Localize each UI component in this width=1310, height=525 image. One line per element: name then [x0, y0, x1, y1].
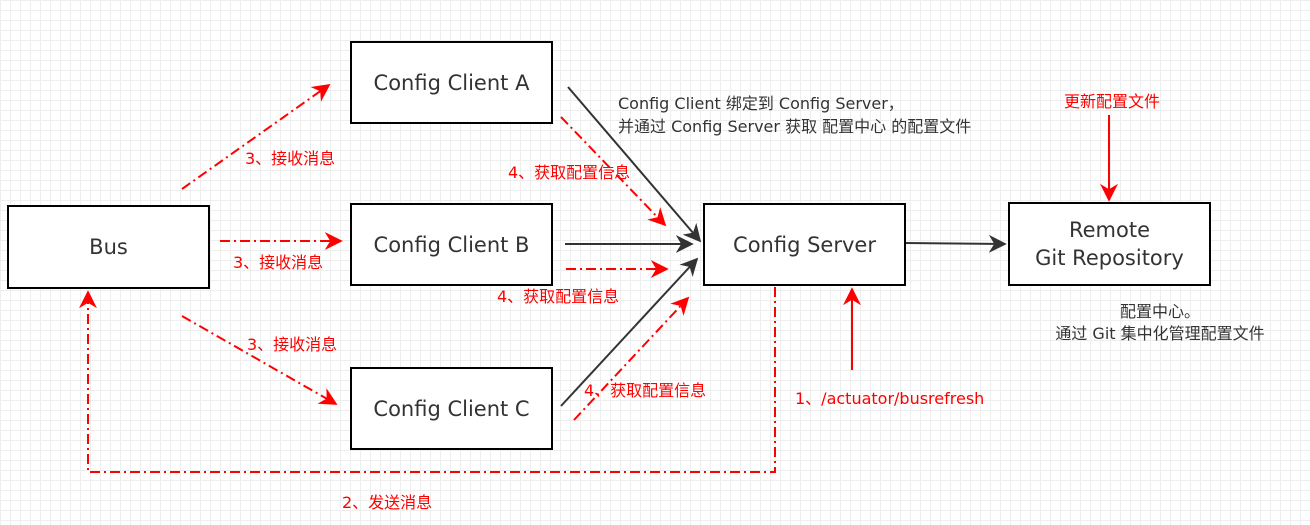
- bus-label: Bus: [89, 235, 128, 259]
- config-client-b-box: Config Client B: [350, 203, 553, 286]
- receive-message-label-top: 3、接收消息: [245, 149, 336, 168]
- update-config-label: 更新配置文件: [1064, 92, 1161, 111]
- config-server-label: Config Server: [733, 232, 876, 257]
- config-client-b-label: Config Client B: [373, 232, 530, 257]
- remote-git-repository-box: Remote Git Repository: [1008, 202, 1211, 286]
- bus-box: Bus: [7, 205, 210, 289]
- config-server-box: Config Server: [703, 203, 906, 286]
- arrow-client-a-to-server: [567, 86, 702, 243]
- config-client-a-label: Config Client A: [373, 70, 530, 95]
- config-center-note: 配置中心。 通过 Git 集中化管理配置文件: [1030, 301, 1290, 345]
- receive-message-label-bottom: 3、接收消息: [247, 335, 338, 354]
- arrow-fetch-client-c: [573, 296, 690, 421]
- config-center-note-line1: 配置中心。: [1119, 302, 1200, 321]
- send-message-label: 2、发送消息: [342, 493, 433, 512]
- fetch-config-label-c: 4、获取配置信息: [584, 381, 707, 400]
- client-binding-note-line1: Config Client 绑定到 Config Server，: [618, 94, 904, 113]
- fetch-config-label-a: 4、获取配置信息: [508, 163, 631, 182]
- config-client-a-box: Config Client A: [350, 41, 553, 124]
- repo-label-line1: Remote: [1068, 218, 1151, 242]
- arrow-fetch-client-a: [560, 116, 667, 227]
- client-binding-note: Config Client 绑定到 Config Server， 并通过 Con…: [618, 92, 971, 138]
- config-client-c-box: Config Client C: [350, 367, 553, 450]
- client-binding-note-line2: 并通过 Config Server 获取 配置中心 的配置文件: [618, 117, 972, 136]
- receive-message-label-mid: 3、接收消息: [233, 253, 324, 272]
- arrow-client-c-to-server: [560, 257, 699, 407]
- config-client-c-label: Config Client C: [373, 396, 530, 421]
- fetch-config-label-b: 4、获取配置信息: [497, 287, 620, 306]
- arrow-bus-to-client-a: [181, 83, 331, 190]
- busrefresh-label: 1、/actuator/busrefresh: [795, 389, 985, 408]
- repo-label-line2: Git Repository: [1035, 246, 1184, 270]
- config-center-note-line2: 通过 Git 集中化管理配置文件: [1055, 324, 1265, 343]
- arrow-bus-to-client-c: [181, 315, 338, 405]
- arrow-server-to-bus: [79, 287, 776, 473]
- arrow-server-to-repo: [904, 234, 1007, 253]
